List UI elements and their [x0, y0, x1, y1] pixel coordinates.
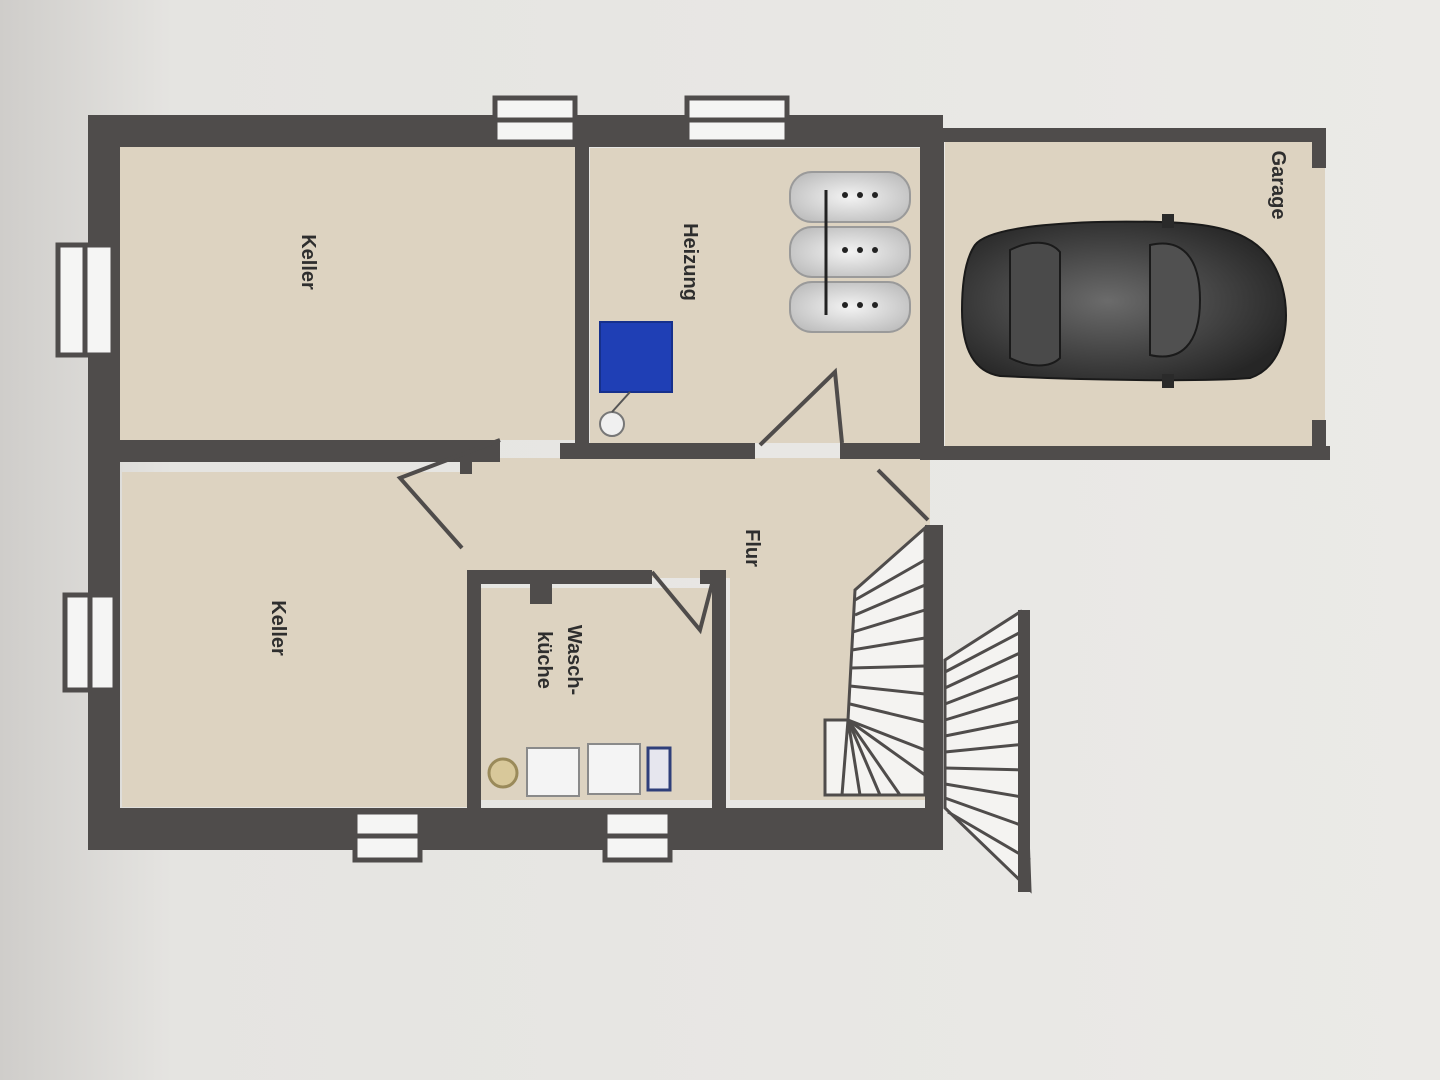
sink-icon	[646, 746, 672, 792]
label-garage: Garage	[1267, 151, 1289, 220]
door-keller-top	[396, 438, 501, 550]
dryer-icon	[587, 743, 641, 795]
floor-keller-top	[118, 145, 578, 440]
drain-icon	[487, 757, 519, 789]
waschkueche-equipment	[487, 743, 672, 797]
door-wasch	[650, 570, 714, 635]
staircase-icon	[823, 524, 927, 797]
exterior-staircase-icon	[943, 609, 1032, 894]
label-heizung: Heizung	[679, 223, 701, 301]
label-waschkueche-line2: küche	[533, 631, 555, 689]
wall-keller-divider	[100, 440, 500, 462]
label-waschkueche-line1: Wasch-	[563, 625, 585, 695]
wall-garage-bottom	[935, 446, 1330, 460]
doors	[396, 367, 930, 635]
walls	[88, 115, 1330, 850]
door-heizung-left	[758, 367, 844, 447]
label-keller-top: Keller	[297, 234, 319, 290]
wall-stair-right	[925, 525, 943, 825]
wall-outer-bottom	[88, 808, 943, 850]
wall-wasch-left	[467, 570, 481, 810]
car-icon	[960, 214, 1287, 388]
wall-heizung-right	[920, 130, 944, 460]
wall-wasch-right	[712, 570, 726, 810]
boiler-icon	[599, 321, 673, 437]
wall-outer-left	[88, 115, 120, 850]
oil-tank-icon	[789, 171, 911, 333]
windows	[55, 95, 790, 863]
floor-keller-bottom	[122, 472, 467, 807]
wall-garage-right-top	[1312, 128, 1326, 168]
wall-heizung-bottom-right	[840, 443, 940, 459]
label-keller-bottom: Keller	[267, 600, 289, 656]
wall-wasch-top	[467, 570, 652, 584]
chimney	[530, 582, 552, 604]
washing-machine-icon	[526, 747, 580, 797]
wall-keller-divider-2	[460, 460, 472, 474]
wall-heizung-bottom	[560, 443, 755, 459]
door-garage	[876, 468, 930, 522]
room-labels: Keller Heizung Garage Keller Flur Wasch-…	[267, 151, 1289, 696]
wall-garage-top	[920, 128, 1325, 142]
wall-heizung-left	[575, 145, 589, 445]
wall-garage-right-bottom	[1312, 420, 1326, 460]
label-flur: Flur	[741, 529, 763, 567]
floor-flur	[467, 458, 930, 800]
